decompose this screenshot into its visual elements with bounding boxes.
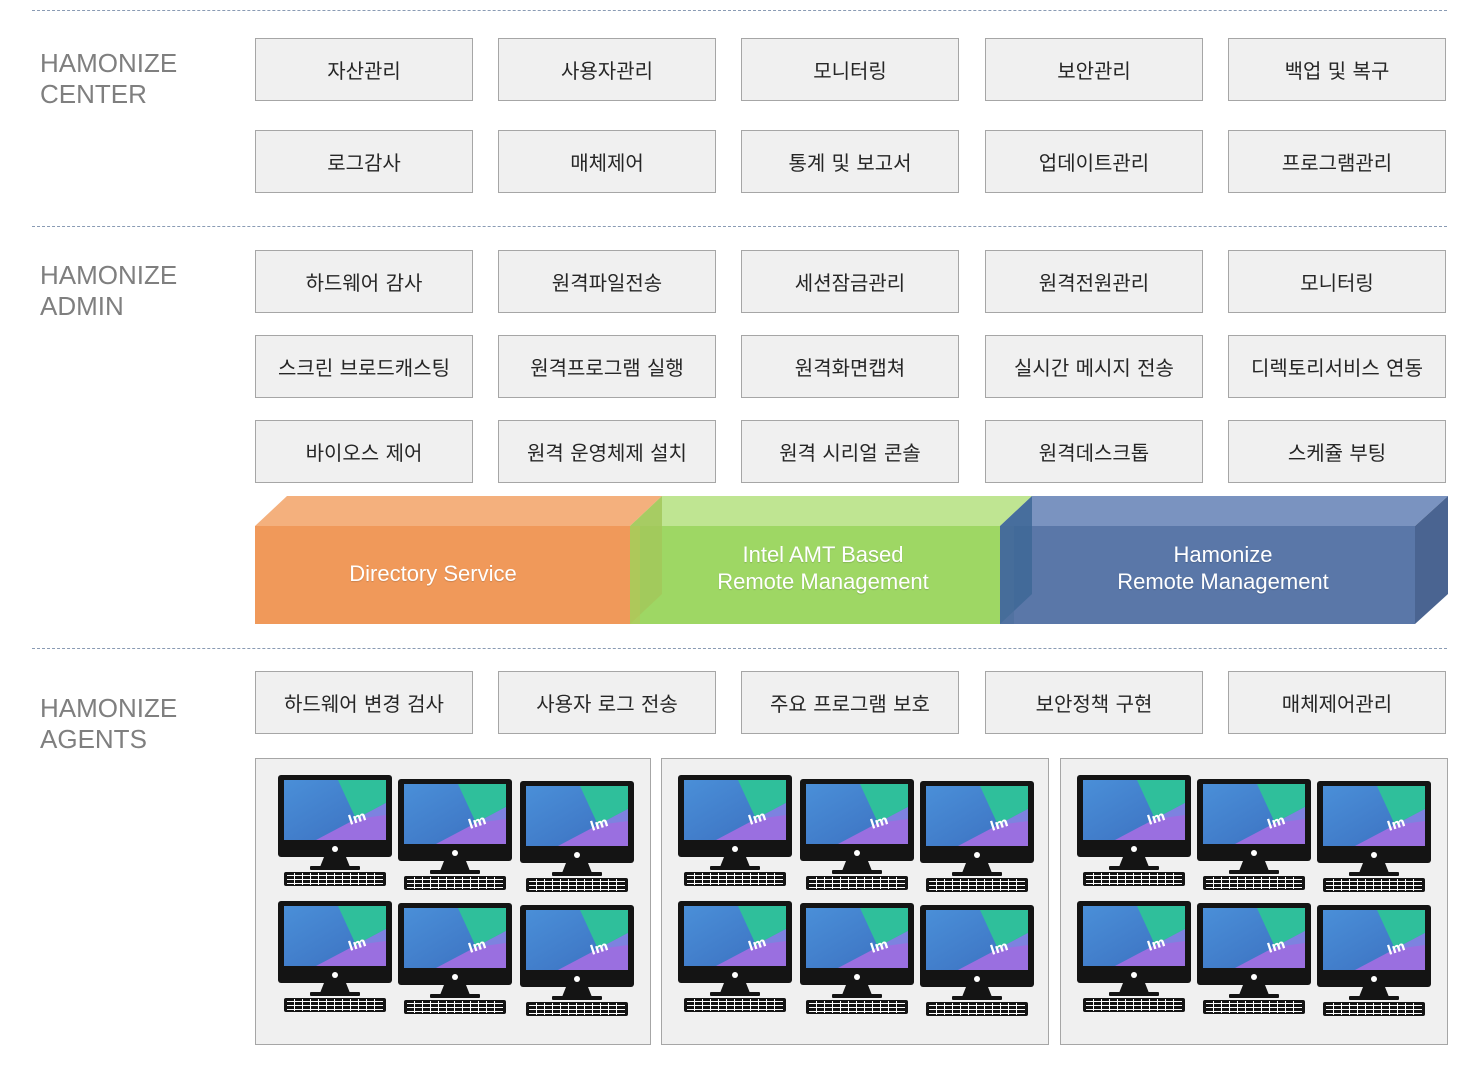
- center-feature-box: 로그감사: [255, 130, 473, 193]
- agents-feature-box: 보안정책 구현: [985, 671, 1203, 734]
- desktop-computer-icon: [276, 899, 394, 1017]
- intel-amt-label-line1: Intel AMT Based: [742, 542, 904, 567]
- section-divider-top: [32, 10, 1447, 11]
- desktop-computer-icon: [918, 903, 1036, 1021]
- desktop-computer-icon: [396, 777, 514, 895]
- desktop-computer-icon: [676, 773, 794, 891]
- section-label-admin-line2: ADMIN: [40, 291, 124, 321]
- section-divider-center-admin: [32, 226, 1447, 227]
- admin-feature-box: 원격프로그램 실행: [498, 335, 716, 398]
- center-feature-box: 매체제어: [498, 130, 716, 193]
- section-label-center-line2: CENTER: [40, 79, 147, 109]
- services-band: Directory Service Intel AMT Based Remote…: [255, 494, 1448, 626]
- services-band-graphic: [255, 496, 1448, 624]
- admin-feature-box: 원격 운영체제 설치: [498, 420, 716, 483]
- section-label-center-line1: HAMONIZE: [40, 48, 178, 78]
- admin-feature-box: 바이오스 제어: [255, 420, 473, 483]
- center-feature-box: 사용자관리: [498, 38, 716, 101]
- center-feature-box: 보안관리: [985, 38, 1203, 101]
- section-label-admin: HAMONIZE ADMIN: [40, 260, 177, 322]
- hamonize-rm-block: [1000, 496, 1448, 624]
- center-feature-box: 백업 및 복구: [1228, 38, 1446, 101]
- agents-feature-box: 하드웨어 변경 검사: [255, 671, 473, 734]
- agent-group-3: [1060, 758, 1448, 1045]
- agents-feature-box: 매체제어관리: [1228, 671, 1446, 734]
- admin-feature-box: 원격화면캡쳐: [741, 335, 959, 398]
- directory-block: [255, 496, 662, 624]
- desktop-computer-icon: [918, 779, 1036, 897]
- hamonize-rm-label-line2: Remote Management: [1117, 569, 1329, 594]
- agents-feature-box: 주요 프로그램 보호: [741, 671, 959, 734]
- section-label-agents-line2: AGENTS: [40, 724, 147, 754]
- agent-group-1: [255, 758, 651, 1045]
- center-feature-box: 자산관리: [255, 38, 473, 101]
- admin-feature-box: 실시간 메시지 전송: [985, 335, 1203, 398]
- desktop-computer-icon: [1195, 901, 1313, 1019]
- desktop-computer-icon: [518, 779, 636, 897]
- section-label-agents: HAMONIZE AGENTS: [40, 693, 177, 755]
- section-label-admin-line1: HAMONIZE: [40, 260, 178, 290]
- section-label-center: HAMONIZE CENTER: [40, 48, 177, 110]
- hamonize-rm-label-line1: Hamonize: [1173, 542, 1273, 567]
- center-feature-box: 프로그램관리: [1228, 130, 1446, 193]
- directory-service-label: Directory Service: [303, 560, 563, 587]
- center-feature-box: 모니터링: [741, 38, 959, 101]
- admin-feature-box: 스크린 브로드캐스팅: [255, 335, 473, 398]
- agent-group-2: [661, 758, 1049, 1045]
- admin-feature-box: 스케쥴 부팅: [1228, 420, 1446, 483]
- admin-feature-box: 원격전원관리: [985, 250, 1203, 313]
- desktop-computer-icon: [798, 777, 916, 895]
- desktop-computer-icon: [1075, 899, 1193, 1017]
- desktop-computer-icon: [396, 901, 514, 1019]
- center-feature-box: 업데이트관리: [985, 130, 1203, 193]
- intel-amt-block: [630, 496, 1032, 624]
- admin-feature-box: 하드웨어 감사: [255, 250, 473, 313]
- desktop-computer-icon: [276, 773, 394, 891]
- center-feature-box: 통계 및 보고서: [741, 130, 959, 193]
- admin-feature-box: 원격 시리얼 콘솔: [741, 420, 959, 483]
- intel-amt-label-line2: Remote Management: [717, 569, 929, 594]
- section-divider-admin-agents: [32, 648, 1447, 649]
- desktop-computer-icon: [676, 899, 794, 1017]
- intel-amt-label: Intel AMT Based Remote Management: [673, 541, 973, 595]
- admin-feature-box: 원격파일전송: [498, 250, 716, 313]
- admin-feature-box: 원격데스크톱: [985, 420, 1203, 483]
- desktop-computer-icon: [518, 903, 636, 1021]
- desktop-computer-icon: [1315, 903, 1433, 1021]
- desktop-computer-icon: [1075, 773, 1193, 891]
- hamonize-rm-label: Hamonize Remote Management: [1073, 541, 1373, 595]
- section-label-agents-line1: HAMONIZE: [40, 693, 178, 723]
- admin-feature-box: 디렉토리서비스 연동: [1228, 335, 1446, 398]
- admin-feature-box: 세션잠금관리: [741, 250, 959, 313]
- admin-feature-box: 모니터링: [1228, 250, 1446, 313]
- desktop-computer-icon: [1195, 777, 1313, 895]
- agents-feature-box: 사용자 로그 전송: [498, 671, 716, 734]
- desktop-computer-icon: [798, 901, 916, 1019]
- desktop-computer-icon: [1315, 779, 1433, 897]
- directory-service-label-line1: Directory Service: [349, 561, 517, 586]
